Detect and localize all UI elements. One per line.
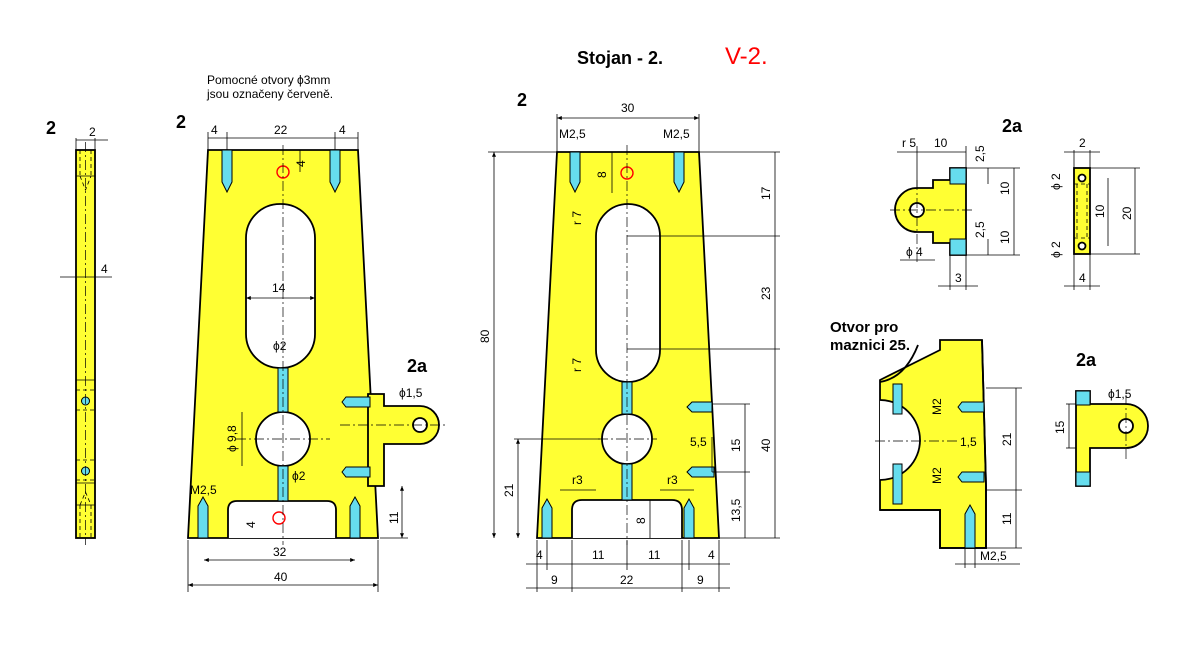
part-label-2a-detail: 2a <box>1076 350 1097 370</box>
drawing-title: Stojan - 2. <box>577 48 663 68</box>
svg-text:4: 4 <box>339 123 346 137</box>
svg-text:11: 11 <box>648 548 661 562</box>
svg-text:4: 4 <box>294 160 308 167</box>
svg-text:22: 22 <box>620 573 634 587</box>
part-label-2a-front: 2a <box>407 356 428 376</box>
part-2a-side: 2 20 10 ϕ 2 ϕ 2 4 <box>1049 136 1140 290</box>
svg-text:9: 9 <box>697 573 704 587</box>
svg-text:ϕ1,5: ϕ1,5 <box>1108 387 1132 401</box>
svg-text:1,5: 1,5 <box>960 435 977 449</box>
svg-text:4: 4 <box>211 123 218 137</box>
detail-view: 21 11 M2 M2 1,5 M2,5 <box>875 339 1022 568</box>
side-view: 2 4 <box>60 125 112 545</box>
svg-text:2,5: 2,5 <box>973 145 987 162</box>
part-2a-front: 10 10 2,5 2,5 r 5 10 ϕ 4 3 <box>890 136 1020 290</box>
svg-text:r 7: r 7 <box>570 211 584 225</box>
svg-text:ϕ 9,8: ϕ 9,8 <box>225 425 239 452</box>
svg-text:13,5: 13,5 <box>729 498 743 522</box>
oiler-note-2: maznici 25. <box>830 337 910 354</box>
part-label-main: 2 <box>517 90 527 110</box>
svg-text:4: 4 <box>244 521 258 528</box>
svg-text:ϕ1,5: ϕ1,5 <box>399 386 423 400</box>
svg-text:r3: r3 <box>572 473 583 487</box>
svg-text:10: 10 <box>934 136 948 150</box>
svg-text:10: 10 <box>998 230 1012 244</box>
svg-text:r3: r3 <box>667 473 678 487</box>
svg-text:4: 4 <box>708 548 715 562</box>
svg-text:4: 4 <box>536 548 543 562</box>
svg-text:ϕ 2: ϕ 2 <box>1049 173 1063 190</box>
svg-text:17: 17 <box>759 186 773 200</box>
svg-text:21: 21 <box>1000 432 1014 446</box>
svg-text:r 7: r 7 <box>570 358 584 372</box>
svg-text:11: 11 <box>592 548 605 562</box>
svg-text:5,5: 5,5 <box>690 435 707 449</box>
svg-text:21: 21 <box>502 483 516 497</box>
svg-text:2: 2 <box>1079 136 1086 150</box>
part-label-2a-top: 2a <box>1002 116 1023 136</box>
svg-text:30: 30 <box>621 101 635 115</box>
svg-text:10: 10 <box>1093 204 1107 218</box>
svg-text:23: 23 <box>759 286 773 300</box>
part-label-front: 2 <box>176 112 186 132</box>
svg-text:14: 14 <box>272 281 286 295</box>
svg-text:M2,5: M2,5 <box>190 483 217 497</box>
svg-text:r 5: r 5 <box>902 136 916 150</box>
svg-text:20: 20 <box>1120 206 1134 220</box>
svg-text:9: 9 <box>551 573 558 587</box>
svg-text:4: 4 <box>101 262 108 276</box>
version-label: V-2. <box>725 43 768 70</box>
svg-text:11: 11 <box>387 511 401 524</box>
svg-text:M2,5: M2,5 <box>559 127 586 141</box>
svg-text:80: 80 <box>478 329 492 343</box>
svg-text:M2,5: M2,5 <box>980 549 1007 563</box>
svg-text:40: 40 <box>759 438 773 452</box>
svg-text:M2: M2 <box>930 467 944 484</box>
svg-text:ϕ2: ϕ2 <box>273 339 287 353</box>
front-view: 4 22 4 4 14 ϕ2 ϕ 9,8 ϕ2 M2,5 32 40 4 11 … <box>187 123 445 592</box>
oiler-note-1: Otvor pro <box>830 319 898 336</box>
part-2a-detail: 15 ϕ1,5 <box>1053 387 1149 487</box>
svg-text:ϕ2: ϕ2 <box>292 469 306 483</box>
note-line-2: jsou označeny červeně. <box>206 87 333 101</box>
svg-text:2,5: 2,5 <box>973 221 987 238</box>
svg-text:11: 11 <box>1000 512 1014 525</box>
svg-text:32: 32 <box>273 545 287 559</box>
svg-text:40: 40 <box>274 570 288 584</box>
svg-text:M2: M2 <box>930 398 944 415</box>
svg-text:2: 2 <box>89 125 96 139</box>
svg-text:ϕ 2: ϕ 2 <box>1049 241 1063 258</box>
svg-text:10: 10 <box>998 181 1012 195</box>
svg-text:15: 15 <box>1053 420 1067 434</box>
note-line-1: Pomocné otvory ϕ3mm <box>207 73 330 87</box>
svg-text:8: 8 <box>595 171 609 178</box>
main-view: 30 M2,5 M2,5 8 r 7 r 7 80 21 17 23 15 40… <box>478 101 780 592</box>
svg-text:15: 15 <box>729 438 743 452</box>
svg-text:8: 8 <box>634 517 648 524</box>
svg-text:ϕ 4: ϕ 4 <box>906 245 923 259</box>
part-label-side: 2 <box>46 118 56 138</box>
svg-text:4: 4 <box>1079 271 1086 285</box>
svg-text:M2,5: M2,5 <box>663 127 690 141</box>
svg-text:3: 3 <box>955 271 962 285</box>
svg-text:22: 22 <box>274 123 288 137</box>
